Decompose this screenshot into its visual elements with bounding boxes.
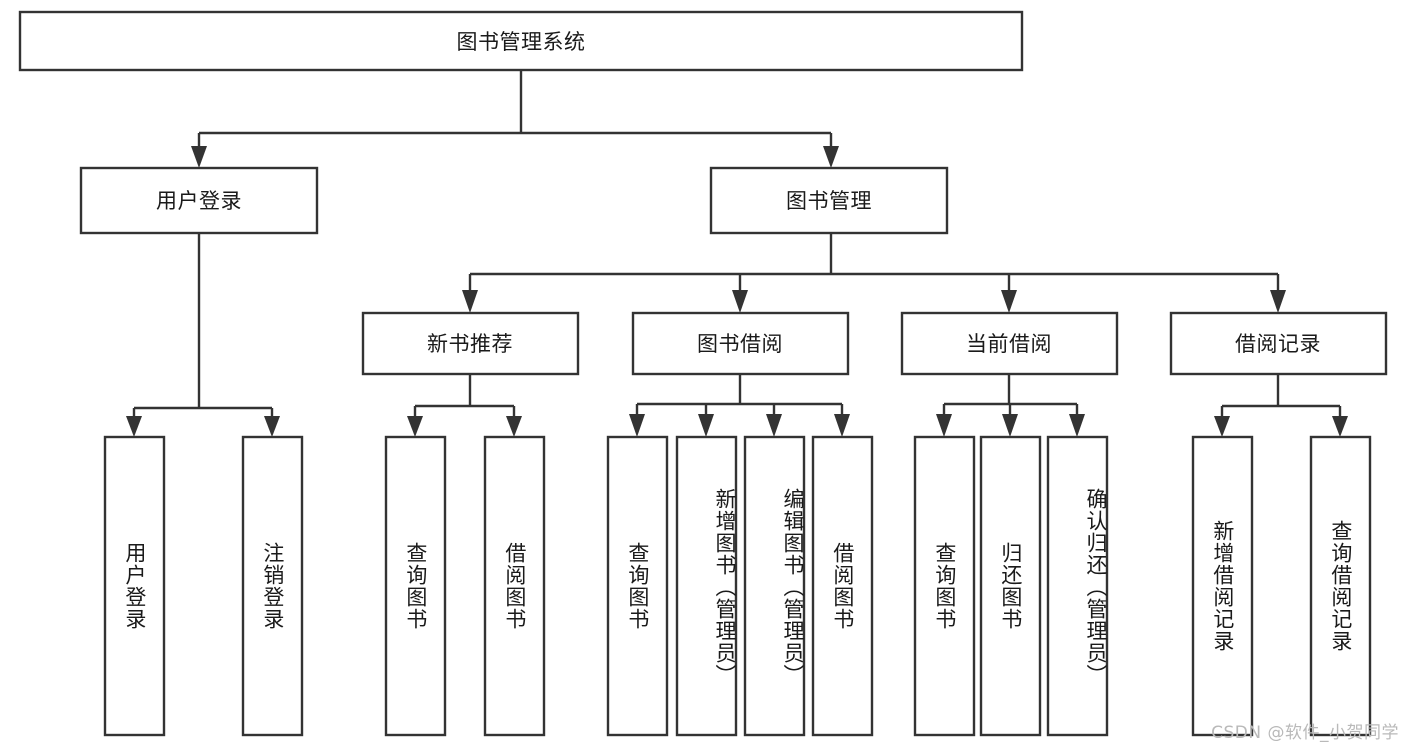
leaf-box-new-book-2[interactable] [483, 435, 546, 737]
leaf-box-current-borrow-1[interactable] [913, 435, 976, 737]
leaf-box-new-book-1[interactable] [384, 435, 447, 737]
connector-bookborrow-to-leaves [629, 374, 850, 437]
leaf-box-current-borrow-3[interactable] [1046, 435, 1109, 737]
leaf-box-book-borrow-4[interactable] [811, 435, 874, 737]
node-current-borrow-label: 当前借阅 [966, 332, 1052, 356]
connector-borrowrecord-to-leaves [1214, 374, 1348, 437]
node-root-system-label: 图书管理系统 [457, 30, 586, 54]
leaf-box-borrow-record-1[interactable] [1191, 435, 1254, 737]
node-user-login-label: 用户登录 [156, 189, 242, 213]
leaf-box-borrow-record-2[interactable] [1309, 435, 1372, 737]
leaf-box-user-login-1[interactable] [103, 435, 166, 737]
node-borrow-record[interactable]: 借阅记录 [1169, 311, 1388, 376]
csdn-watermark: CSDN @软件_小贺同学 [1211, 723, 1399, 743]
node-book-management[interactable]: 图书管理 [709, 166, 949, 235]
node-user-login[interactable]: 用户登录 [79, 166, 319, 235]
leaf-box-book-borrow-1[interactable] [606, 435, 669, 737]
node-current-borrow[interactable]: 当前借阅 [900, 311, 1119, 376]
node-root-system[interactable]: 图书管理系统 [18, 10, 1024, 72]
node-book-management-label: 图书管理 [786, 189, 872, 213]
node-book-borrow-label: 图书借阅 [697, 332, 783, 356]
connector-bookmgmt-to-level3 [462, 233, 1286, 313]
connector-currentborrow-to-leaves [936, 374, 1085, 437]
connector-root-to-level2 [191, 70, 839, 168]
node-new-book-recommend[interactable]: 新书推荐 [361, 311, 580, 376]
leaf-box-book-borrow-3[interactable] [743, 435, 806, 737]
connector-userlogin-to-leaves [126, 233, 280, 437]
leaf-box-user-login-2[interactable] [241, 435, 304, 737]
connector-newbook-to-leaves [407, 374, 522, 437]
leaf-box-current-borrow-2[interactable] [979, 435, 1042, 737]
node-borrow-record-label: 借阅记录 [1235, 332, 1321, 356]
leaf-box-book-borrow-2[interactable] [675, 435, 738, 737]
node-book-borrow[interactable]: 图书借阅 [631, 311, 850, 376]
node-new-book-recommend-label: 新书推荐 [427, 332, 513, 356]
